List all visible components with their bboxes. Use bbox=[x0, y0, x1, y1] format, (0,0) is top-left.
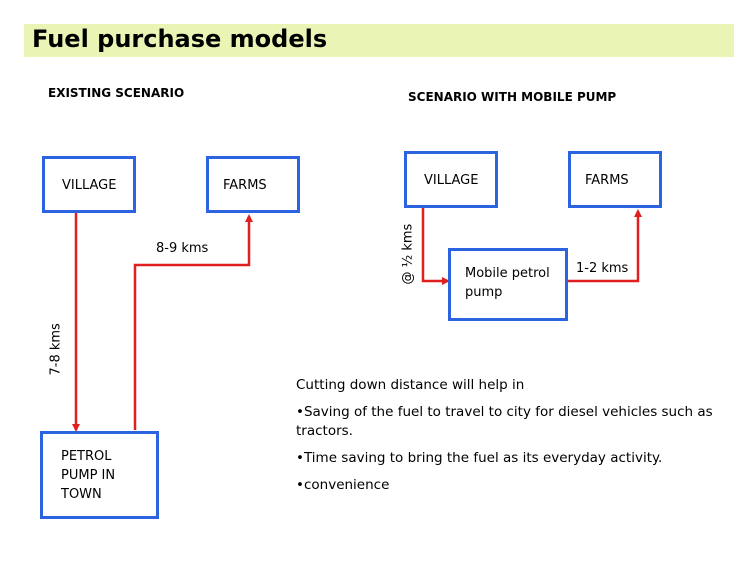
mobile-petrol-pump-box: Mobile petrol pump bbox=[448, 248, 568, 321]
existing-scenario-heading: EXISTING SCENARIO bbox=[48, 86, 185, 100]
mobile-village-label: VILLAGE bbox=[424, 173, 479, 188]
edge-pump-to-farms bbox=[133, 214, 253, 430]
existing-distance-pump-farms: 8-9 kms bbox=[156, 241, 209, 256]
benefits-notes: Cutting down distance will help in •Savi… bbox=[296, 376, 716, 503]
existing-petrol-pump-box: PETROL PUMP IN TOWN bbox=[40, 431, 159, 519]
mobile-distance-village-pump: @ ½ kms bbox=[400, 223, 416, 285]
mobile-farms-label: FARMS bbox=[585, 173, 629, 188]
edge-mobile-pump-to-farms bbox=[568, 209, 642, 283]
mobile-distance-pump-farms: 1-2 kms bbox=[576, 261, 629, 276]
notes-point: •Saving of the fuel to travel to city fo… bbox=[296, 404, 713, 439]
notes-point: •convenience bbox=[296, 477, 390, 493]
existing-village-box: VILLAGE bbox=[42, 156, 136, 213]
mobile-farms-box: FARMS bbox=[568, 151, 662, 208]
title-bar: Fuel purchase models bbox=[24, 24, 734, 57]
edge-village-to-mobile-pump bbox=[421, 208, 450, 285]
notes-intro: Cutting down distance will help in bbox=[296, 377, 525, 393]
mobile-scenario-heading: SCENARIO WITH MOBILE PUMP bbox=[408, 90, 617, 104]
existing-petrol-pump-label: PETROL PUMP IN TOWN bbox=[61, 449, 116, 502]
existing-farms-box: FARMS bbox=[206, 156, 300, 213]
notes-point: •Time saving to bring the fuel as its ev… bbox=[296, 450, 663, 466]
existing-village-label: VILLAGE bbox=[62, 178, 117, 193]
existing-farms-label: FARMS bbox=[223, 178, 267, 193]
existing-distance-village-pump: 7-8 kms bbox=[48, 323, 64, 376]
mobile-petrol-pump-label: Mobile petrol pump bbox=[465, 266, 550, 300]
mobile-village-box: VILLAGE bbox=[404, 151, 498, 208]
slide-title: Fuel purchase models bbox=[32, 25, 328, 53]
